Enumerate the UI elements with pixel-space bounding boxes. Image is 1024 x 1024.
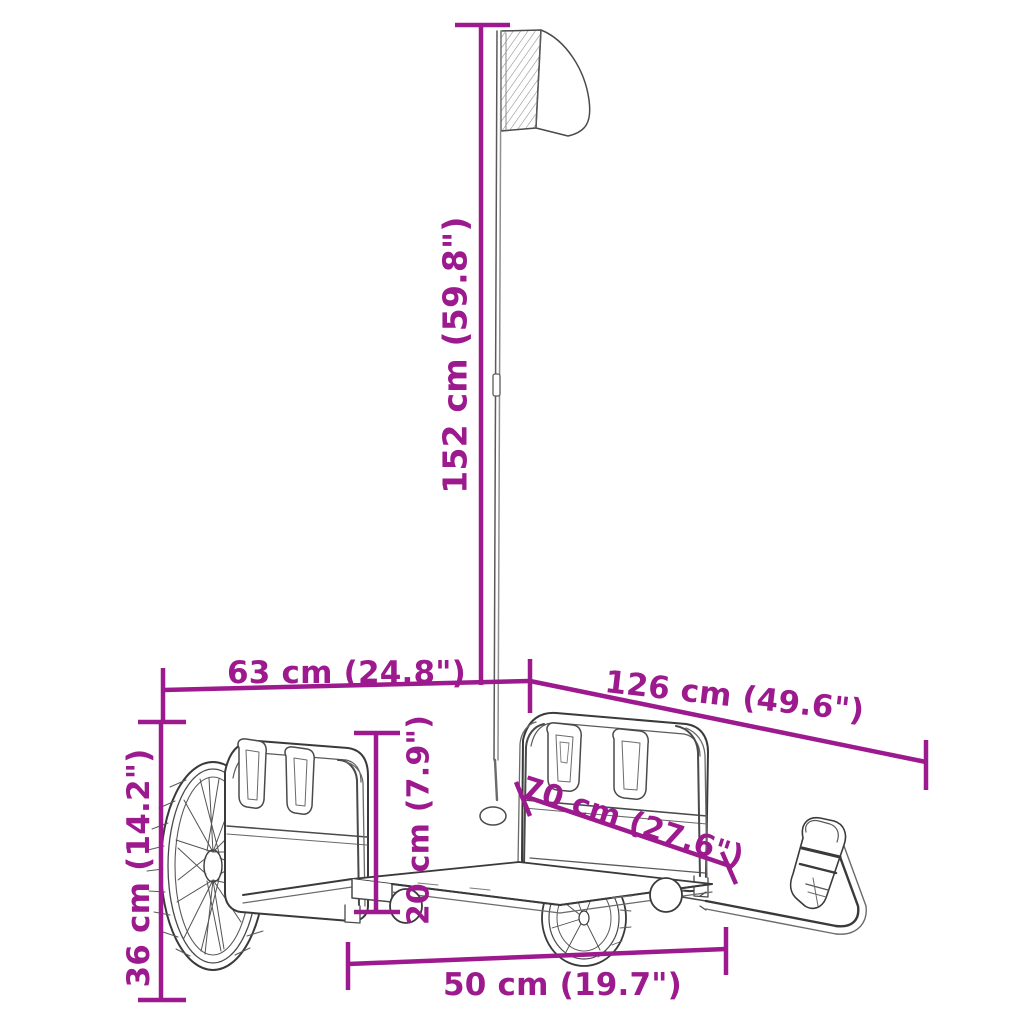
left-side-rail [224, 738, 369, 924]
dim-line-height-total [455, 22, 510, 685]
dimension-label-wheel-height: 36 cm (14.2") [121, 748, 157, 988]
safety-flag [500, 29, 591, 137]
hitch-coupler [789, 816, 847, 910]
dim-line-track-width [345, 927, 729, 990]
tow-arm [704, 844, 867, 935]
flag-pole [479, 30, 507, 826]
dimension-label-rail-height: 20 cm (7.9") [401, 714, 437, 926]
dimension-label-height-total: 152 cm (59.8") [435, 216, 475, 494]
dimension-label-length-front: 63 cm (24.8") [227, 655, 466, 691]
dim-line-length-rear [529, 678, 929, 790]
dim-line-bed-width [513, 781, 739, 885]
dim-line-rail-height [354, 730, 400, 915]
dimension-label-track-width: 50 cm (19.7") [443, 967, 682, 1003]
dim-line-wheel-height [138, 719, 186, 1003]
dim-line-length-front [160, 659, 533, 722]
cargo-bed [242, 861, 713, 924]
